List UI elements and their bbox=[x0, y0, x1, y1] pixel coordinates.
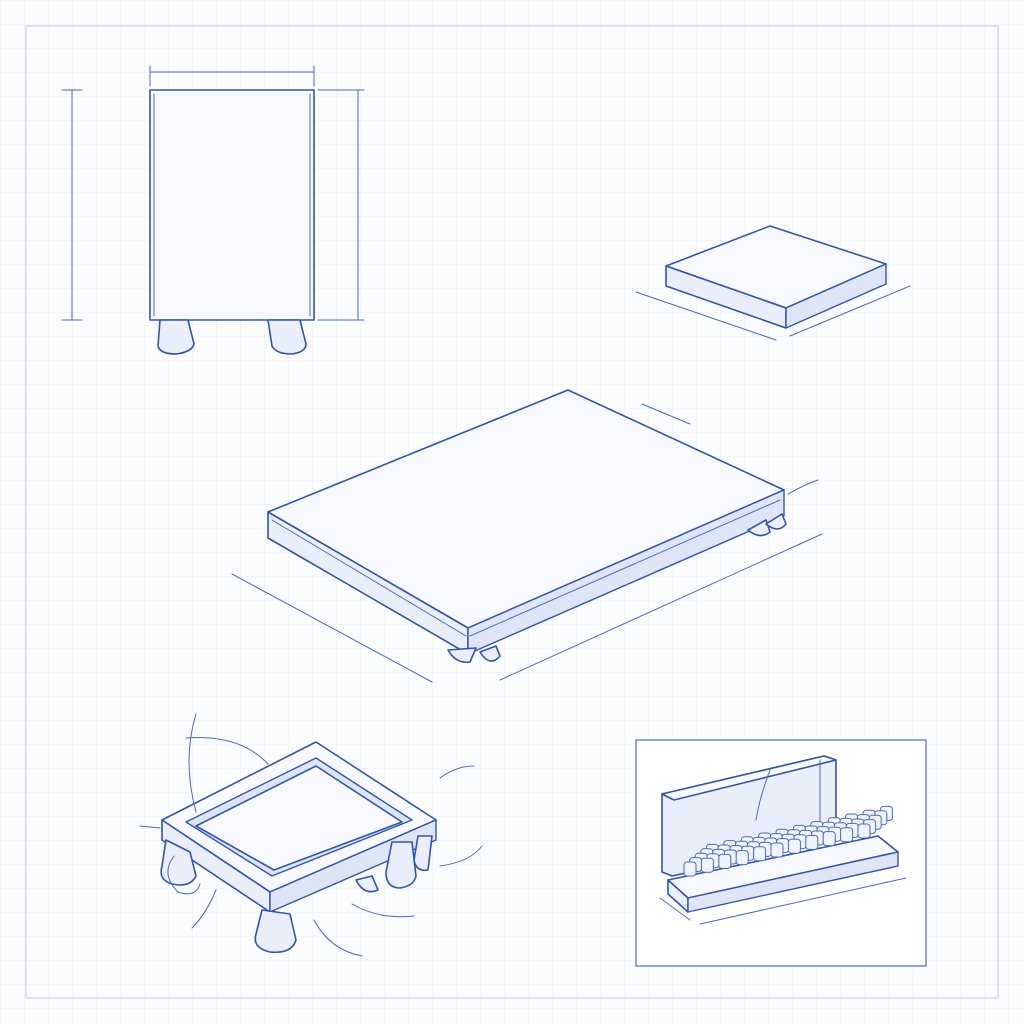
tray-callout-leader bbox=[351, 903, 415, 918]
tray-callout-leader bbox=[188, 713, 197, 813]
tray-callout-leader bbox=[139, 825, 161, 829]
inset-cell bbox=[753, 846, 767, 862]
inset-cell bbox=[787, 838, 801, 854]
tray-callout-leader bbox=[185, 737, 269, 765]
tray-isometric bbox=[139, 713, 483, 957]
front-view bbox=[61, 65, 365, 355]
tray-leg bbox=[385, 841, 417, 889]
main-box-depth-dimension bbox=[231, 573, 433, 683]
tray-inner-floor bbox=[195, 765, 403, 871]
main-box-width-dimension bbox=[499, 533, 823, 681]
front-view-leg-right bbox=[267, 319, 307, 355]
inset-cell bbox=[683, 861, 697, 877]
tray-leg bbox=[254, 909, 297, 954]
front-view-panel bbox=[149, 89, 315, 321]
inset-cell bbox=[770, 842, 784, 858]
sheet-border bbox=[25, 25, 999, 999]
main-box-foot bbox=[447, 647, 477, 664]
small-box-side-face bbox=[785, 263, 887, 329]
inset-detail bbox=[635, 739, 927, 967]
small-box-width-dimension bbox=[635, 291, 777, 341]
inset-dimension-line bbox=[699, 877, 907, 925]
inset-cell bbox=[700, 857, 714, 873]
tray-leg-detail bbox=[167, 855, 201, 895]
inset-cell bbox=[718, 853, 732, 869]
tray-callout-leader bbox=[313, 919, 363, 957]
inset-cell bbox=[805, 834, 819, 850]
main-box-edge-detail bbox=[271, 519, 467, 637]
main-box-top-face bbox=[267, 389, 785, 629]
inset-cell bbox=[822, 831, 836, 847]
tray-callout-leader bbox=[191, 889, 217, 929]
main-box-isometric bbox=[231, 389, 823, 683]
inset-cell bbox=[857, 823, 871, 839]
inset-cell-grid bbox=[683, 805, 893, 877]
inset-back-wall-top bbox=[661, 755, 837, 801]
main-box-side-face bbox=[467, 489, 785, 655]
inset-cell bbox=[735, 850, 749, 866]
main-box-foot bbox=[479, 645, 501, 662]
inset-base-side bbox=[687, 851, 899, 913]
tray-foot-detail bbox=[355, 875, 379, 893]
main-box-callout-leader bbox=[641, 403, 691, 425]
main-box-foot bbox=[747, 519, 771, 537]
main-box-foot bbox=[765, 513, 787, 530]
small-box-depth-dimension bbox=[789, 285, 911, 337]
tray-callout-leader bbox=[439, 765, 475, 779]
tray-callout-leader bbox=[439, 845, 483, 867]
inset-callout-leader bbox=[755, 769, 771, 821]
front-view-leg-left bbox=[157, 319, 195, 355]
inset-cell bbox=[840, 827, 854, 843]
tray-leg bbox=[413, 835, 433, 872]
small-box-isometric bbox=[635, 225, 911, 341]
inset-dimension-line bbox=[659, 897, 691, 921]
main-box-edge-detail bbox=[469, 499, 781, 637]
main-box-callout-leader bbox=[787, 479, 819, 495]
